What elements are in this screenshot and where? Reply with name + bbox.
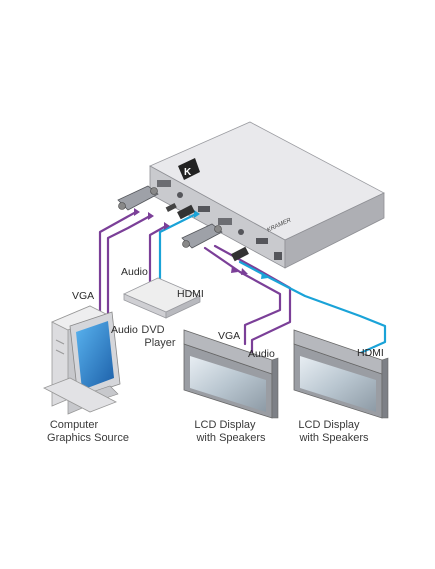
dvd-caption-line1: DVD [141,324,164,336]
computer-keyboard [43,377,117,413]
audio-output-label: Audio [248,348,275,360]
vga-output-cable [203,246,282,346]
vga-output-plug [181,223,223,249]
vga-input-port [157,180,171,187]
lcd2-caption-line1: LCD Display [298,419,360,431]
vga-input-label: VGA [72,290,94,302]
audio-input-label: Audio [111,324,138,336]
lcd-display-2 [293,329,389,419]
hdmi-input-plug [177,204,195,220]
cable-arrows [134,208,268,279]
device-plugs [117,185,249,262]
audio-output-port [238,229,244,235]
vga-input-cable [98,210,138,334]
computer-monitor [69,311,121,403]
lcd2-caption-line2: with Speakers [298,432,369,444]
audio-output-cable [213,244,292,354]
dvd-hdmi-cable [158,212,198,287]
lcd-display-1 [183,329,279,419]
device-side-face [284,192,385,269]
computer-caption-line2: Graphics Source [47,432,129,444]
dvd-hdmi-label: HDMI [177,288,204,300]
hdmi-input-port [198,206,210,212]
brand-logo-letter: K [184,167,192,178]
vga-output-label: VGA [218,330,240,342]
power-port [274,252,282,260]
dvd-caption-line2: Player [144,337,176,349]
hdmi-output-cable [238,260,387,362]
audio-input-plug [165,202,177,212]
brand-logo: K [178,158,200,180]
dvd-player [123,277,201,319]
audio-input-port [177,192,183,198]
vga-output-port [218,218,232,225]
computer-caption-line1: Computer [50,419,99,431]
hdmi-output-label: HDMI [357,347,384,359]
computer [43,305,121,415]
dvd-audio-cable [148,224,168,287]
vga-input-plug [117,185,159,211]
scaler-device: K KRAMER [149,121,385,269]
lcd1-caption-line1: LCD Display [194,419,256,431]
hdmi-output-port [256,238,268,244]
audio-input-cable [106,214,152,342]
lcd1-caption-line2: with Speakers [195,432,266,444]
dvd-audio-label: Audio [121,266,148,278]
hdmi-output-plug [231,246,249,262]
